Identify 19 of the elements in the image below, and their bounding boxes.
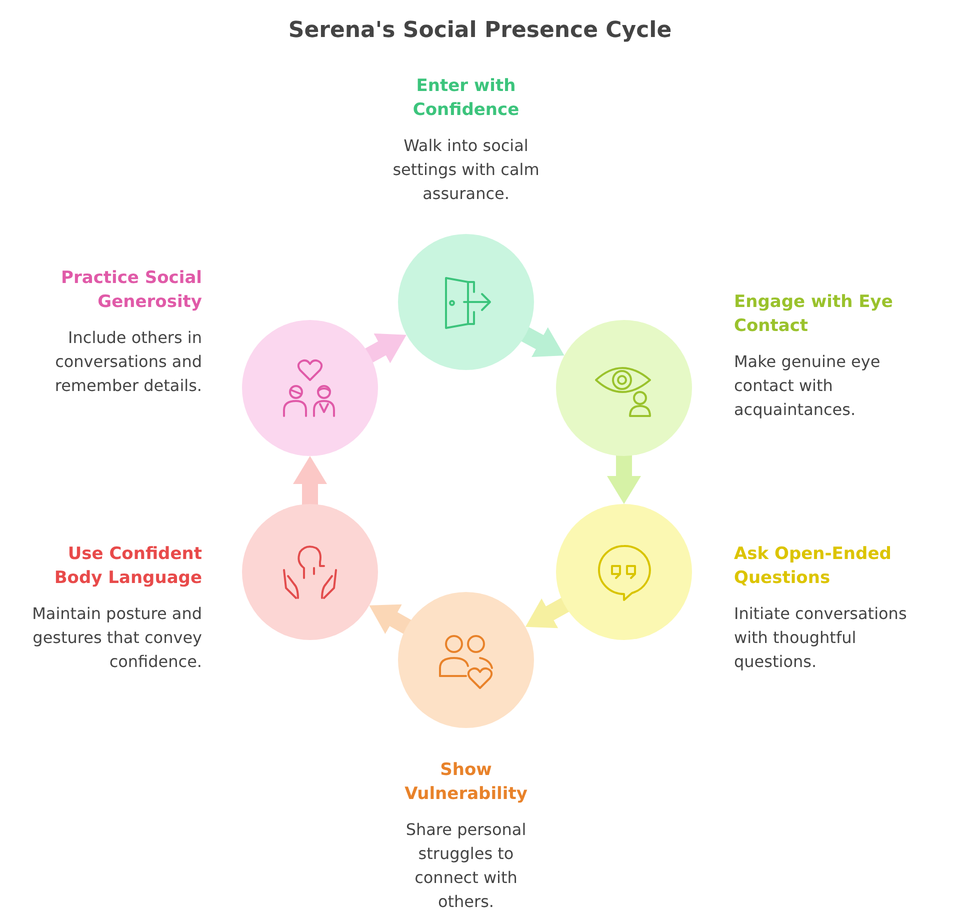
step-heading: Practice Social Generosity xyxy=(60,267,202,314)
step-heading: Show Vulnerability xyxy=(404,759,528,806)
arrow xyxy=(364,333,406,364)
step-heading: Use Confident Body Language xyxy=(53,543,202,590)
title: Serena's Social Presence Cycle xyxy=(287,18,673,43)
arrow xyxy=(293,456,327,506)
step-description: Include others in conversations and remember details. xyxy=(54,327,202,397)
step-description: Maintain posture and gestures that convey confidence. xyxy=(31,603,202,673)
step-heading: Enter with Confidence xyxy=(412,75,520,122)
step-description: Initiate conversations with thoughtful questions. xyxy=(734,603,908,673)
arrow xyxy=(369,604,412,635)
step-heading: Ask Open-Ended Questions xyxy=(734,543,892,590)
step-description: Make genuine eye contact with acquaintances. xyxy=(734,351,882,421)
step-heading: Engage with Eye Contact xyxy=(734,291,894,338)
arrow xyxy=(520,326,564,358)
step-description: Walk into social settings with calm assurance. xyxy=(392,135,540,205)
arrow xyxy=(525,597,570,628)
step-description: Share personal struggles to connect with others. xyxy=(404,819,528,913)
arrow xyxy=(607,454,641,504)
